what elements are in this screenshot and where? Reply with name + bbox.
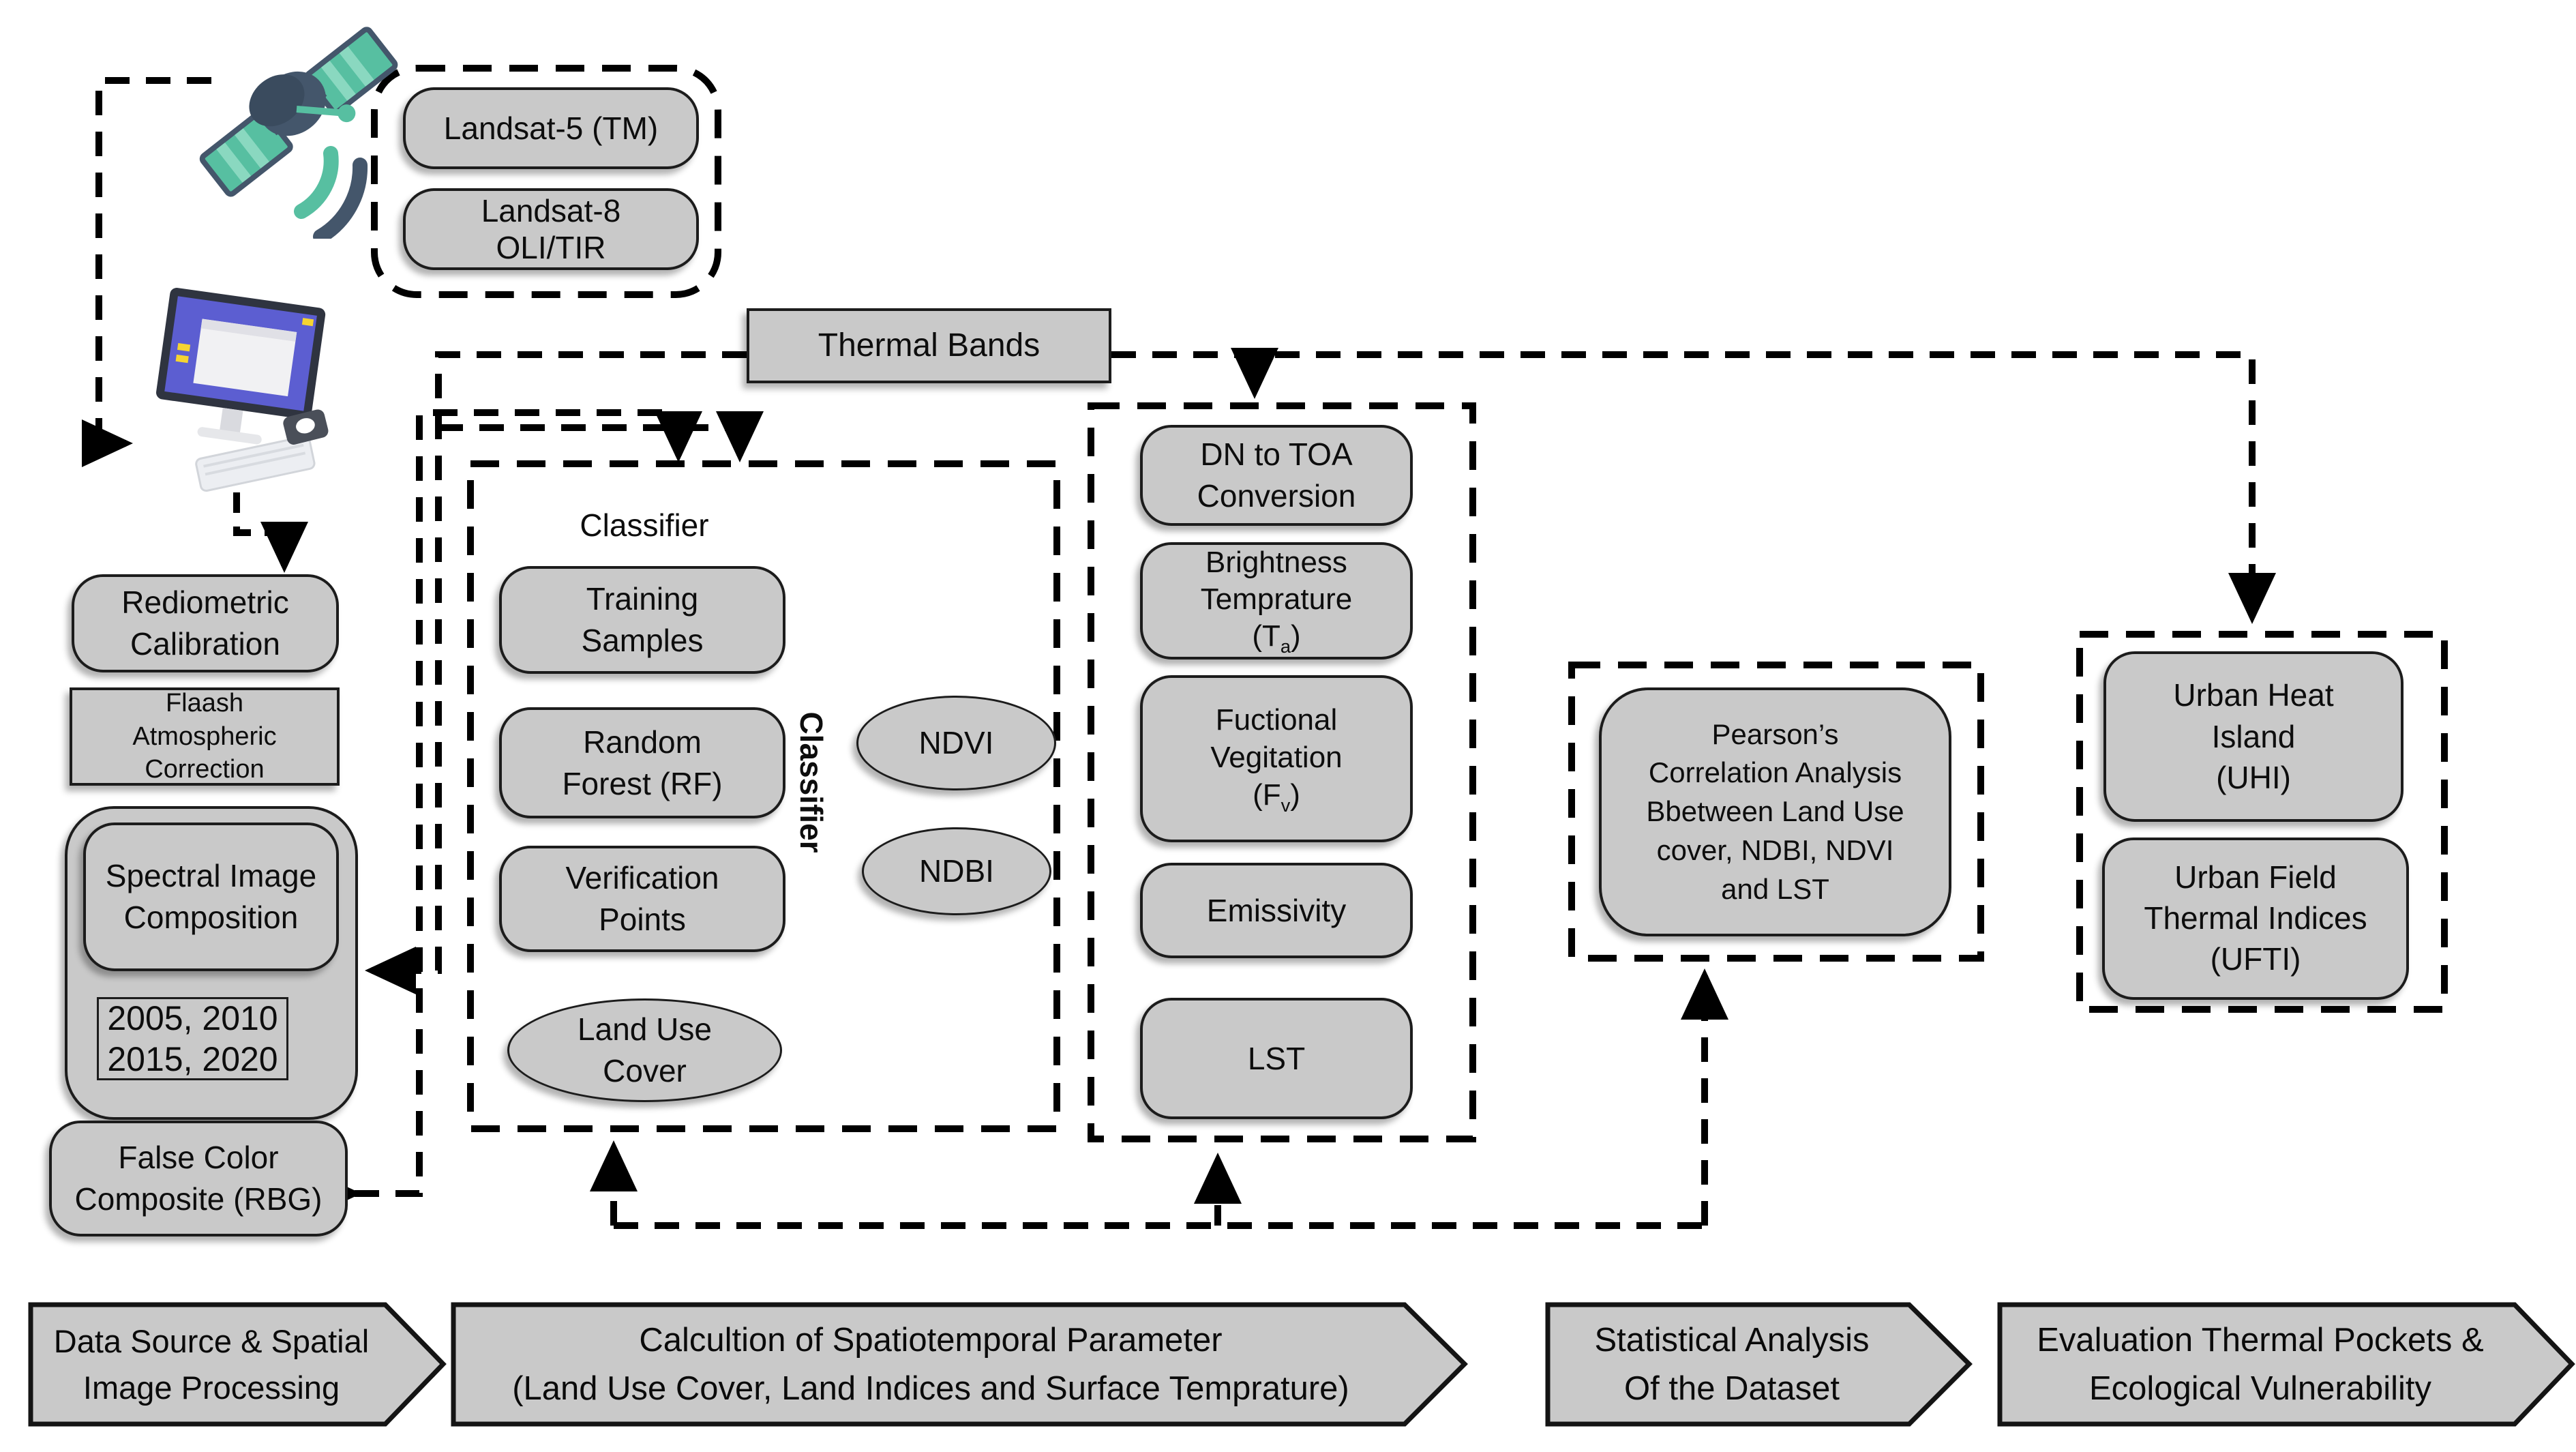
training-line2: Samples	[581, 623, 704, 658]
flaash-line2: Atmospheric	[132, 722, 277, 751]
radiometric-line1: Rediometric	[121, 584, 289, 621]
ndvi-label: NDVI	[918, 725, 994, 761]
satellite-icon	[199, 27, 398, 239]
ufti-line2: Thermal Indices	[2144, 900, 2367, 936]
flaash-line3: Correction	[145, 755, 265, 784]
false-color-composite-box: False Color Composite (RBG)	[49, 1121, 348, 1236]
pearson-line5: and LST	[1721, 872, 1829, 905]
training-line1: Training	[586, 581, 699, 617]
connector-thermal-to-uhi	[1111, 351, 2276, 624]
flaash-correction-box: Flaash Atmospheric Correction	[70, 687, 340, 786]
pearson-line3: Bbetween Land Use	[1646, 795, 1904, 828]
landsat8-label-line1: Landsat-8	[481, 192, 621, 228]
years-line1: 2005, 2010	[107, 999, 278, 1037]
dntoa-line1: DN to TOA	[1200, 436, 1353, 473]
banner-calculation: Calcultion of Spatiotemporal Parameter (…	[512, 1321, 1349, 1407]
banner-shape-4	[1997, 1302, 2575, 1427]
classifier-group-frame	[467, 460, 1060, 1132]
flaash-line1: Flaash	[165, 689, 244, 718]
landsat5-box: Landsat-5 (TM)	[403, 87, 699, 169]
verification-line1: Verification	[565, 860, 719, 896]
classifier-top-label: Classifier	[580, 507, 709, 543]
dntoa-line2: Conversion	[1197, 478, 1356, 514]
verification-points-box: Verification Points	[499, 846, 785, 952]
spectral-image-composition-box: Spectral Image Composition	[83, 823, 339, 971]
banner-data-source: Data Source & Spatial Image Processing	[53, 1322, 370, 1406]
ndbi-label: NDBI	[919, 853, 994, 889]
urban-heat-island-box: Urban Heat Island (UHI)	[2103, 651, 2403, 822]
emissivity-box: Emissivity	[1140, 863, 1413, 958]
spectral-line1: Spectral Image	[105, 858, 317, 894]
lst-box: LST	[1140, 998, 1413, 1119]
uhi-line3: (UHI)	[2216, 760, 2291, 796]
training-samples-box: Training Samples	[499, 566, 785, 674]
connector-computer-to-radiometric	[233, 492, 308, 573]
pearson-frame	[1568, 662, 1984, 962]
connector-satellite-to-computer	[82, 77, 211, 467]
connector-branch-to-classifier	[438, 411, 764, 462]
brightness-symbol: (Ta)	[1252, 619, 1301, 657]
banner-statistical: Statistical Analysis Of the Dataset	[1594, 1321, 1870, 1407]
thermal-bands-box: Thermal Bands	[747, 308, 1111, 383]
pearson-box: Pearson’s Correlation Analysis Bbetween …	[1599, 687, 1951, 936]
banner-shape-3	[1545, 1302, 1973, 1427]
banner-shape-1	[28, 1302, 447, 1427]
classifier-side-label: Classifier	[794, 711, 829, 853]
ndvi-ellipse: NDVI	[856, 696, 1056, 790]
landuse-line1: Land Use	[578, 1011, 712, 1048]
falsecolor-line1: False Color	[118, 1140, 279, 1176]
dn-toa-box: DN to TOA Conversion	[1140, 425, 1413, 526]
pearson-line4: cover, NDBI, NDVI	[1656, 833, 1894, 866]
brightness-temperature-box: Brightness Temprature (Ta)	[1140, 542, 1413, 660]
years-line2: 2015, 2020	[107, 1040, 278, 1078]
landsat-group-frame	[371, 65, 721, 298]
urban-field-thermal-indices-box: Urban Field Thermal Indices (UFTI)	[2102, 838, 2409, 1000]
fveg-line1: Fuctional	[1215, 702, 1338, 737]
spectral-line2: Composition	[123, 900, 299, 935]
rf-line1: Random	[583, 724, 702, 760]
brightness-line2: Temprature	[1200, 582, 1353, 616]
ufti-line3: (UFTI)	[2210, 940, 2301, 977]
landuse-line2: Cover	[603, 1053, 687, 1088]
uhi-line1: Urban Heat	[2173, 677, 2334, 713]
landsat5-label: Landsat-5 (TM)	[443, 110, 659, 146]
pearson-line2: Correlation Analysis	[1648, 756, 1902, 789]
lst-label: LST	[1247, 1040, 1306, 1076]
connector-falsecolor-classifier	[310, 409, 702, 1217]
emissivity-label: Emissivity	[1206, 892, 1347, 928]
rf-line2: Forest (RF)	[562, 765, 723, 801]
uhi-line2: Island	[2211, 718, 2296, 754]
computer-icon	[156, 288, 329, 492]
banner-evaluation: Evaluation Thermal Pockets & Ecological …	[2037, 1321, 2484, 1407]
random-forest-box: Random Forest (RF)	[499, 707, 785, 818]
thermal-bands-label: Thermal Bands	[818, 327, 1040, 364]
years-box: 2005, 2010 2015, 2020	[97, 997, 288, 1080]
verification-line2: Points	[599, 902, 686, 937]
land-use-cover-ellipse: Land Use Cover	[507, 998, 782, 1102]
brightness-line1: Brightness	[1205, 546, 1347, 580]
radiometric-calibration-box: Rediometric Calibration	[72, 574, 339, 672]
landsat8-box: Landsat-8 OLI/TIR	[403, 188, 699, 270]
thermal-chain-frame	[1088, 402, 1476, 1142]
ndbi-ellipse: NDBI	[862, 827, 1051, 915]
falsecolor-line2: Composite (RBG)	[74, 1181, 323, 1217]
fractional-vegetation-box: Fuctional Vegitation (Fv)	[1140, 675, 1413, 842]
pearson-line1: Pearson’s	[1711, 717, 1839, 750]
fveg-symbol: (Fv)	[1253, 777, 1300, 816]
banner-shape-2	[451, 1302, 1468, 1427]
landsat8-label-line2: OLI/TIR	[496, 230, 606, 265]
ufti-line1: Urban Field	[2174, 859, 2337, 895]
radiometric-line2: Calibration	[130, 626, 280, 662]
fveg-line2: Vegitation	[1210, 740, 1343, 774]
